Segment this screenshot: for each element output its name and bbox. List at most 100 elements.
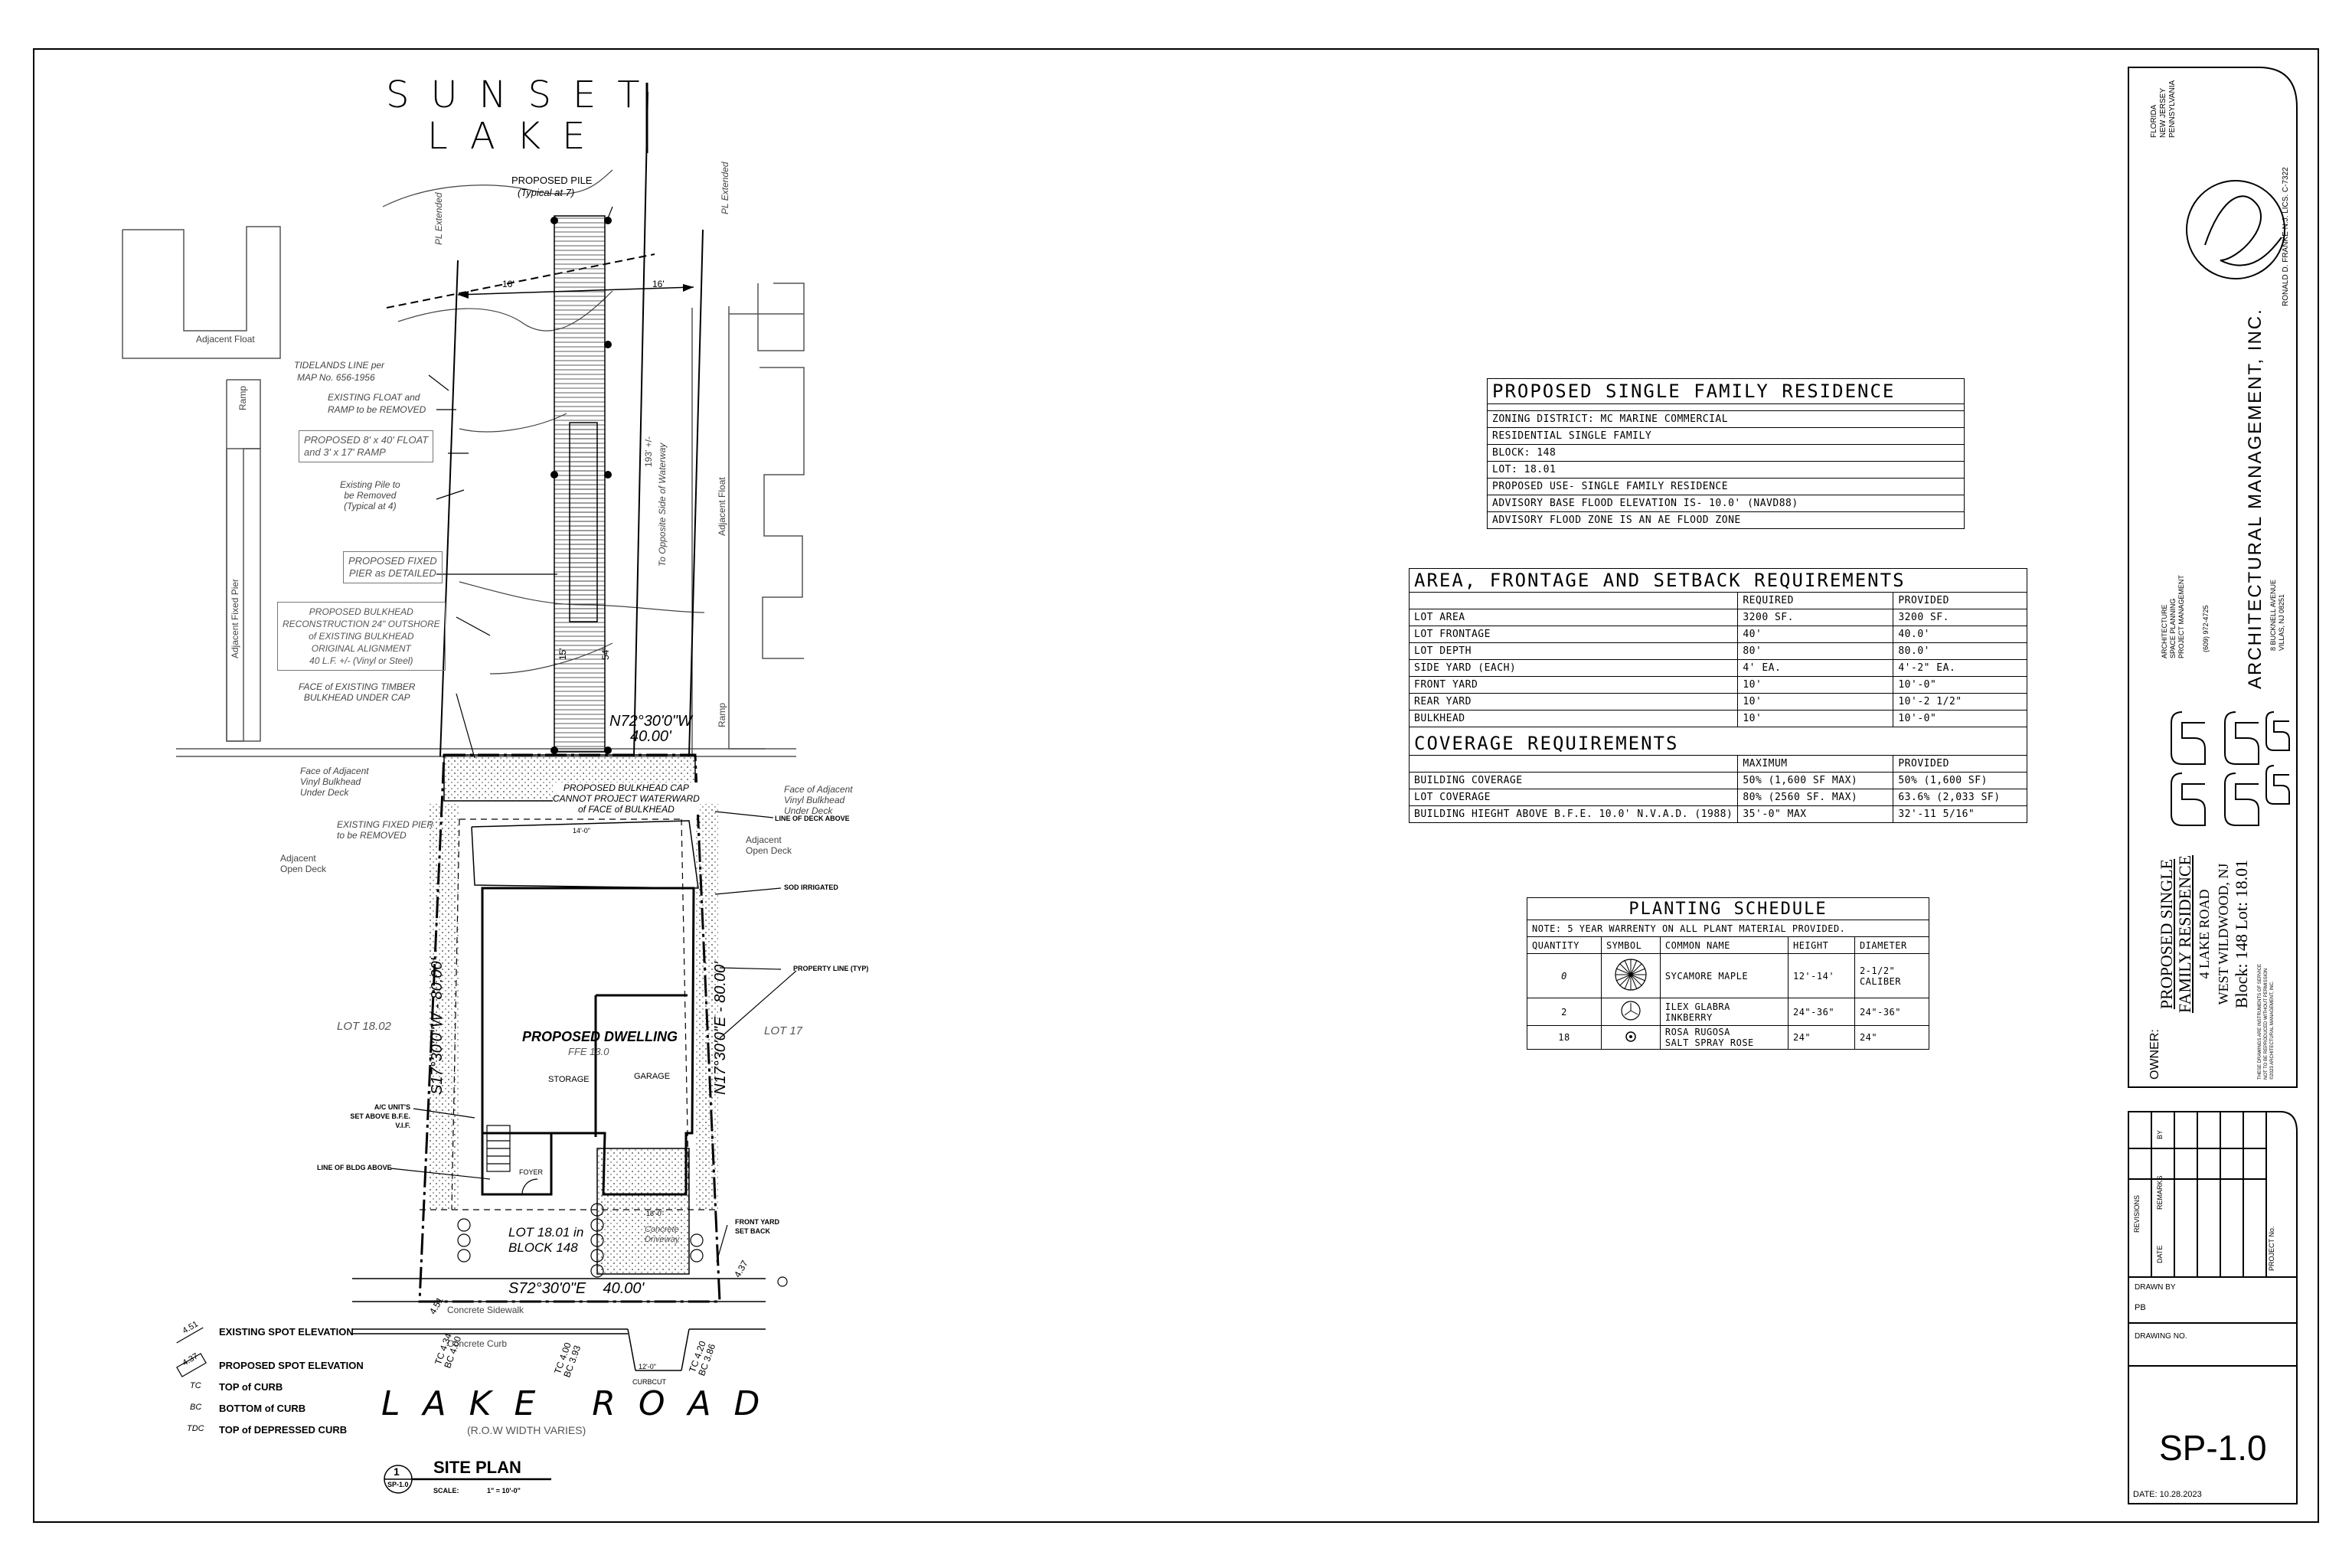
stairs	[486, 1125, 538, 1195]
tb-revisions-label: REVISIONS	[2133, 1194, 2141, 1233]
adjacent-float-right	[691, 283, 805, 756]
planting-note: NOTE: 5 YEAR WARRENTY ON ALL PLANT MATER…	[1527, 920, 1929, 937]
note-pl-extended-right: PL Extended	[720, 162, 730, 214]
planting-header: SYMBOL	[1600, 936, 1661, 954]
planting-diameter: 2-1/2"CALIBER	[1854, 953, 1930, 998]
setback-cell: LOT DEPTH	[1408, 642, 1739, 660]
planting-height: 24"	[1787, 1025, 1855, 1050]
legend-sym-4: BC	[190, 1403, 202, 1412]
callout-number: 1	[394, 1465, 400, 1478]
setback-cell: 40.0'	[1893, 626, 2027, 643]
note-adjacent-float-right: Adjacent Float	[717, 477, 727, 536]
setback-header: REQUIRED	[1737, 592, 1894, 609]
pl-extended-left-line	[439, 260, 459, 757]
setback-header: PROVIDED	[1893, 592, 2027, 609]
room-foyer: FOYER	[519, 1168, 544, 1176]
adjacent-fixed-pier	[226, 379, 261, 742]
coverage-cell: 63.6% (2,033 SF)	[1893, 789, 2027, 806]
shoreline	[382, 169, 705, 675]
legend-sym-3: TC	[190, 1381, 201, 1390]
site-plan-callout	[384, 1465, 551, 1494]
room-storage: STORAGE	[548, 1075, 590, 1084]
road-note: (R.O.W WIDTH VARIES)	[467, 1424, 586, 1436]
note-waterway: To Opposite Side of Waterway	[657, 443, 668, 567]
coverage-cell: 80% (2560 SF. MAX)	[1737, 789, 1894, 806]
callout-sheet: SP-1.0	[387, 1481, 409, 1488]
zoning-row: ZONING DISTRICT: MC MARINE COMMERCIAL	[1487, 410, 1965, 428]
note-proposed-pile-sub: (Typical at 7)	[518, 187, 575, 198]
planting-diameter: 24"-36"	[1854, 998, 1930, 1026]
dim-16-right: 16'	[652, 279, 665, 289]
note-line-of-bldg: LINE OF BLDG ABOVE	[317, 1164, 392, 1171]
setback-cell: FRONT YARD	[1408, 676, 1739, 694]
note-proposed-pile: PROPOSED PILE	[511, 175, 593, 186]
dwelling-title: PROPOSED DWELLING	[522, 1029, 678, 1044]
tb-rev-remarks: REMARKS	[2156, 1175, 2164, 1210]
property-line	[418, 753, 721, 1303]
planting-height: 24"-36"	[1787, 998, 1855, 1026]
architect-seal	[2186, 180, 2285, 279]
coverage-cell: 50% (1,600 SF)	[1893, 772, 2027, 789]
setback-cell: 10'-0"	[1893, 710, 2027, 727]
zoning-row: PROPOSED USE- SINGLE FAMILY RESIDENCE	[1487, 478, 1965, 495]
setback-cell: 4' EA.	[1737, 659, 1894, 677]
setback-cell: 10'-2 1/2"	[1893, 693, 2027, 710]
lake-title-2: LAKE	[427, 115, 607, 158]
pl-extended-right-line	[688, 229, 704, 757]
coverage-cell: BUILDING HIEGHT ABOVE B.F.E. 10.0' N.V.A…	[1408, 805, 1739, 823]
note-property-line: PROPERTY LINE (TYP)	[793, 965, 869, 972]
legend-symbols	[176, 1327, 207, 1377]
note-adjacent-float-top: Adjacent Float	[196, 334, 255, 345]
setback-cell: 10'	[1737, 710, 1894, 727]
coverage-cell: 32'-11 5/16"	[1893, 805, 2027, 823]
bearing-right: N17°30'0"E - 80.00'	[712, 962, 729, 1095]
setback-cell: 10'	[1737, 676, 1894, 694]
zoning-row: ADVISORY FLOOD ZONE IS AN AE FLOOD ZONE	[1487, 511, 1965, 529]
setback-cell: 10'-0"	[1893, 676, 2027, 694]
setback-cell: 80'	[1737, 642, 1894, 660]
note-ramp-right: Ramp	[717, 702, 727, 727]
coverage-header: PROVIDED	[1893, 755, 2027, 773]
dim-54: 54'	[600, 648, 611, 660]
legend-label-2: PROPOSED SPOT ELEVATION	[219, 1360, 364, 1371]
coverage-header	[1408, 755, 1739, 773]
legend-label-5: TOP of DEPRESSED CURB	[219, 1424, 348, 1436]
note-concrete-sidewalk: Concrete Sidewalk	[447, 1305, 524, 1315]
note-ramp-left: Ramp	[237, 385, 248, 410]
tb-drawing-no-label: DRAWING NO.	[2135, 1332, 2187, 1341]
setback-cell: REAR YARD	[1408, 693, 1739, 710]
bearing-front: S72°30'0"E 40.00'	[508, 1280, 645, 1297]
concrete-driveway	[596, 1148, 690, 1275]
planting-height: 12'-14'	[1787, 953, 1855, 998]
planting-schedule: PLANTING SCHEDULE NOTE: 5 YEAR WARRENTY …	[1527, 897, 1930, 1050]
leaders	[390, 206, 797, 1263]
note-waterway-dim: 193' +/-	[643, 436, 654, 467]
setback-title: AREA, FRONTAGE AND SETBACK REQUIREMENTS	[1409, 568, 2027, 593]
lake-title-1: SUNSET	[386, 74, 662, 116]
setback-cell: SIDE YARD (EACH)	[1408, 659, 1739, 677]
sidewalk-curb	[352, 1278, 766, 1371]
tb-drawn-by-label: DRAWN BY	[2135, 1283, 2176, 1292]
tb-project-no: PROJECT No.	[2268, 1226, 2275, 1271]
legend-sym-5: TDC	[187, 1424, 204, 1433]
legend-label-4: BOTTOM of CURB	[219, 1403, 306, 1414]
dwelling-ffe: FFE 13.0	[568, 1046, 609, 1057]
note-tidelands-2: MAP No. 656-1956	[297, 372, 375, 383]
firm-logo	[2171, 711, 2290, 826]
note-concrete-curb: Concrete Curb	[447, 1338, 508, 1349]
